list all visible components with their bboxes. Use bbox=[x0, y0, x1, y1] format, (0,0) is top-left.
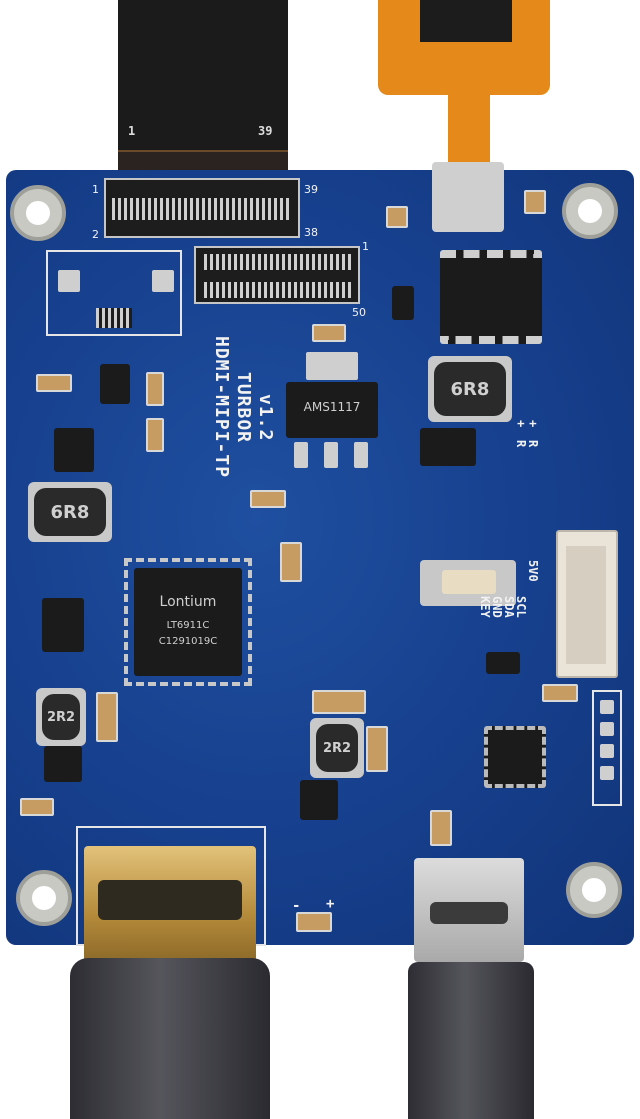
main-chip-brand: Lontium bbox=[159, 594, 217, 610]
secondary-connector-pins-bottom bbox=[204, 282, 352, 298]
touch-flex-chip bbox=[420, 0, 512, 42]
main-chip-code: C1291019C bbox=[158, 636, 218, 647]
connector-pin-1-label: 5V0 bbox=[526, 560, 540, 582]
usb-port-opening bbox=[430, 902, 508, 924]
capacitor bbox=[524, 190, 546, 214]
led bbox=[296, 912, 332, 932]
pad-pins bbox=[96, 308, 132, 328]
sot-chip bbox=[300, 780, 338, 820]
led-minus-mark: - bbox=[292, 898, 301, 914]
sot-chip bbox=[392, 286, 414, 320]
sot-chip bbox=[486, 652, 520, 674]
capacitor bbox=[312, 324, 346, 342]
pad-b bbox=[152, 270, 174, 292]
regulator-marking: AMS1117 bbox=[303, 400, 361, 414]
capacitor bbox=[96, 692, 118, 742]
regulator-body: AMS1117 bbox=[286, 382, 378, 438]
edge-pad-strip bbox=[592, 690, 622, 806]
touch-controller-chip bbox=[440, 250, 542, 344]
sot-chip bbox=[42, 598, 84, 652]
sot-chip bbox=[420, 428, 476, 466]
board-variant-label: TURBOR bbox=[233, 372, 254, 444]
edge-pad-4 bbox=[600, 766, 614, 780]
hdmi-cable bbox=[70, 958, 270, 1119]
inductor-left-marking: 6R8 bbox=[34, 488, 106, 536]
capacitor bbox=[430, 810, 452, 846]
inductor-bottom-left-marking: 2R2 bbox=[42, 694, 80, 740]
mounting-hole-top-left bbox=[10, 185, 66, 241]
capacitor bbox=[146, 372, 164, 406]
board-name-label: HDMI-MIPI-TP bbox=[211, 336, 232, 479]
sot-chip bbox=[44, 746, 82, 782]
touch-flex-neck bbox=[448, 90, 490, 170]
connector-pin-4-label: GND bbox=[490, 596, 504, 618]
side-mark-plus2: + bbox=[514, 420, 528, 428]
tactile-button[interactable] bbox=[420, 560, 516, 606]
capacitor bbox=[386, 206, 408, 228]
conn2-50-label: 50 bbox=[352, 306, 366, 319]
touch-connector bbox=[432, 162, 504, 232]
left-pad-footprint bbox=[46, 250, 182, 336]
hdmi-port[interactable] bbox=[84, 846, 256, 962]
jst-connector bbox=[556, 530, 618, 678]
main-bridge-chip: Lontium LT6911C C1291019C bbox=[134, 568, 242, 676]
hdmi-port-opening bbox=[98, 880, 242, 920]
ribbon-pin-39-label: 39 bbox=[258, 124, 273, 138]
regulator-tab bbox=[306, 352, 358, 380]
jst-housing-inner bbox=[566, 546, 606, 664]
inductor-bottom-left: 2R2 bbox=[36, 688, 86, 746]
main-chip-pins bbox=[124, 558, 252, 686]
inductor-bottom-mid: 2R2 bbox=[310, 718, 364, 778]
side-mark-r1: R bbox=[526, 440, 540, 448]
pad-a bbox=[58, 270, 80, 292]
capacitor bbox=[250, 490, 286, 508]
ribbon-pin-1-label: 1 bbox=[128, 124, 136, 138]
sot-chip bbox=[54, 428, 94, 472]
regulator-pin-1 bbox=[294, 442, 308, 468]
mipi-connector-pins bbox=[112, 198, 292, 220]
edge-pad-1 bbox=[600, 700, 614, 714]
voltage-regulator: AMS1117 bbox=[284, 352, 380, 470]
inductor-bottom-mid-marking: 2R2 bbox=[316, 724, 358, 772]
capacitor bbox=[312, 690, 366, 714]
regulator-pin-3 bbox=[354, 442, 368, 468]
inductor-right-marking: 6R8 bbox=[434, 362, 506, 416]
mounting-hole-top-right bbox=[562, 183, 618, 239]
sot-chip bbox=[100, 364, 130, 404]
led-plus-mark: + bbox=[326, 896, 335, 912]
edge-pad-3 bbox=[600, 744, 614, 758]
capacitor bbox=[366, 726, 388, 772]
mounting-hole-bottom-right bbox=[566, 862, 622, 918]
micro-usb-port[interactable] bbox=[414, 858, 524, 962]
conn-right-39-label: 39 bbox=[304, 183, 318, 196]
side-mark-r2: R bbox=[514, 440, 528, 448]
board-version-label: v1.2 bbox=[255, 394, 276, 442]
secondary-fpc-connector bbox=[194, 246, 360, 304]
conn-right-38-label: 38 bbox=[304, 226, 318, 239]
qfn-chip bbox=[484, 726, 546, 788]
usb-cable bbox=[408, 962, 534, 1119]
fpc-ribbon-cable bbox=[118, 0, 288, 175]
edge-pad-2 bbox=[600, 722, 614, 736]
capacitor bbox=[20, 798, 54, 816]
mipi-fpc-connector bbox=[104, 178, 300, 238]
capacitor bbox=[36, 374, 72, 392]
main-chip-part: LT6911C bbox=[166, 620, 210, 631]
conn-left-2-label: 2 bbox=[92, 228, 99, 241]
connector-pin-5-label: KEY bbox=[478, 596, 492, 618]
capacitor bbox=[280, 542, 302, 582]
connector-pin-3-label: SDA bbox=[502, 596, 516, 618]
inductor-left: 6R8 bbox=[28, 482, 112, 542]
side-mark-plus1: + bbox=[526, 420, 540, 428]
capacitor bbox=[146, 418, 164, 452]
regulator-pin-2 bbox=[324, 442, 338, 468]
conn-left-1-label: 1 bbox=[92, 183, 99, 196]
inductor-right: 6R8 bbox=[428, 356, 512, 422]
connector-pin-2-label: SCL bbox=[514, 596, 528, 618]
mounting-hole-bottom-left bbox=[16, 870, 72, 926]
secondary-connector-pins-top bbox=[204, 254, 352, 270]
conn2-1-label: 1 bbox=[362, 240, 369, 253]
capacitor bbox=[542, 684, 578, 702]
